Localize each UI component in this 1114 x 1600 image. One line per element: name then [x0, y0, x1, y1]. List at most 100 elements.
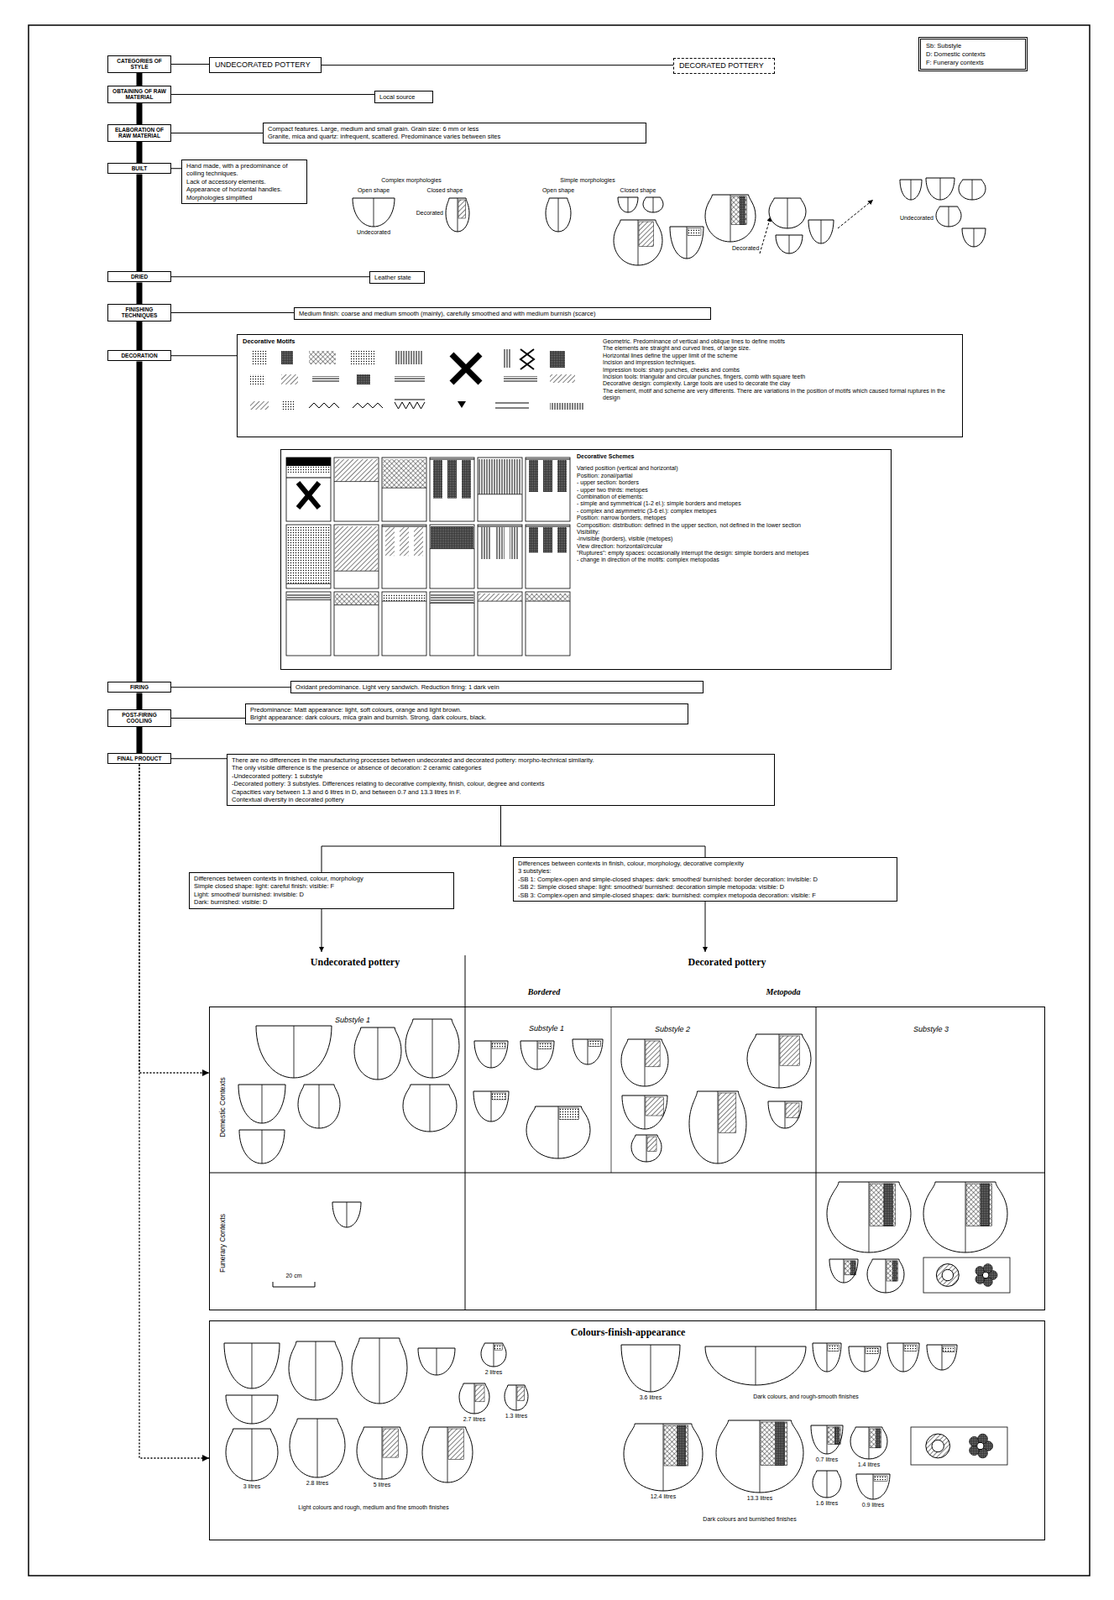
category-box: UNDECORATED POTTERY: [209, 57, 322, 74]
table-heading: Domestic Contexts: [219, 1077, 228, 1137]
vessel-decoration: [382, 1428, 398, 1458]
connector-line: [171, 717, 246, 719]
vessel-profile: [623, 1423, 703, 1491]
vessel-axis: [516, 1385, 518, 1411]
context-text: Simple closed shape: light: careful fini…: [193, 882, 450, 890]
vessel-axis: [663, 1423, 665, 1491]
category-note: Decorated: [732, 245, 759, 252]
vessel-decoration: [559, 1108, 579, 1120]
panel-text: "Ruptures": empty spaces: occasionally i…: [576, 549, 886, 557]
description-text: Local source: [379, 93, 429, 101]
decorative-motif: [312, 376, 340, 383]
shape-label: Open shape: [357, 187, 390, 194]
vessel-outline: [623, 1423, 703, 1491]
connector-line: [501, 805, 707, 858]
scheme-cell: [477, 591, 523, 656]
process-bar: [136, 321, 143, 351]
vessel-axis: [317, 1418, 319, 1478]
panel-text: Decorative Motifs: [242, 338, 296, 346]
vessel-outline: [812, 1470, 842, 1498]
scheme-cell: [429, 591, 475, 656]
vessel-decoration: [647, 1136, 657, 1152]
vessel-axis: [972, 179, 973, 200]
vessel-axis: [429, 1084, 431, 1132]
decorative-motif: [308, 350, 336, 365]
group-caption: Dark colours and burnished finishes: [702, 1516, 796, 1523]
group-caption: Dark colours, and rough-smooth finishes: [753, 1393, 859, 1401]
vessel-profile: [545, 198, 571, 232]
capacity-label: 5 litres: [373, 1481, 392, 1489]
vessel-axis: [491, 1040, 492, 1068]
scheme-metope: [461, 460, 471, 499]
decorative-motif: [394, 376, 425, 383]
capacity-label: 13.3 litres: [747, 1495, 773, 1502]
process-bar: [136, 282, 143, 304]
vessel-outline: [621, 1344, 680, 1392]
vessel-profile: [402, 1084, 457, 1132]
stage-box: CATEGORIES OF STYLE: [107, 55, 172, 74]
scheme-metope: [495, 527, 505, 560]
vessel-profile: [716, 1420, 804, 1493]
vessel-decoration: [827, 1344, 840, 1351]
decorative-motif: [308, 402, 340, 408]
description-box: Medium finish: coarse and medium smooth …: [293, 307, 712, 320]
scheme-metope: [557, 460, 567, 492]
vessel-axis: [730, 194, 732, 242]
category-box: DECORATED POTTERY: [673, 57, 775, 74]
vessel-decoration: [875, 1428, 880, 1449]
vessel-profile: [923, 1181, 1008, 1253]
vessel-profile: [405, 1019, 460, 1078]
vessel-outline: [572, 1039, 603, 1065]
vessel-decoration: [966, 1183, 993, 1226]
description-text: Granite, mica and quartz: infrequent, sc…: [267, 132, 642, 141]
vessel-profile: [224, 1343, 280, 1389]
stage-label: ELABORATION OF RAW MATERIAL: [109, 126, 169, 140]
vessel-decoration: [844, 1260, 857, 1276]
down-arrow: [321, 909, 323, 953]
scheme-cell: [429, 524, 475, 589]
panel-text: - upper section: borders: [576, 479, 886, 487]
vessel-axis: [686, 226, 688, 259]
vessel-profile: [225, 1428, 278, 1481]
category-label: DECORATED POTTERY: [679, 61, 769, 71]
top-view-petal: [983, 1264, 993, 1274]
top-view-figure: [910, 1427, 1008, 1465]
decorative-motif: [251, 350, 267, 365]
vessel-axis: [779, 1034, 780, 1088]
vessel-decoration: [664, 1425, 689, 1466]
description-box: Hand made, with a predominance of coilin…: [181, 159, 308, 204]
summary-text: -Undecorated pottery: 1 substyle: [231, 772, 770, 780]
vessel-profile: [572, 1039, 603, 1065]
scheme-frame: [429, 591, 475, 656]
vessel-decoration: [834, 1427, 839, 1444]
scheme-band: [430, 593, 474, 603]
vessel-profile: [705, 194, 756, 242]
vessel-outline: [405, 1019, 460, 1078]
panel-text: Combination of elements:: [576, 493, 886, 501]
scheme-frame: [286, 457, 331, 522]
scheme-metope: [557, 527, 567, 553]
capacity-label: 1.4 litres: [857, 1461, 880, 1469]
vessel-outline: [669, 226, 704, 259]
scheme-metope: [528, 460, 539, 492]
vessel-decoration: [775, 1422, 785, 1466]
description-text: Medium finish: coarse and medium smooth …: [298, 309, 707, 318]
vessel-axis: [789, 235, 790, 254]
vessel-axis: [493, 1343, 495, 1367]
connector-line: [171, 167, 182, 169]
vessel-profile: [848, 1346, 881, 1372]
process-bar: [136, 73, 143, 86]
panel-text: Composition: distribution: defined in th…: [576, 522, 886, 529]
scheme-cell: [477, 457, 523, 522]
vessel-decoration: [873, 1475, 888, 1482]
table-heading: Substyle 1: [334, 1015, 371, 1025]
vessel-outline: [643, 197, 664, 213]
vessel-outline: [613, 219, 663, 266]
decorative-motif: [503, 349, 511, 368]
vessel-axis: [973, 228, 975, 247]
decorative-motif: [394, 399, 425, 409]
process-bar: [136, 103, 143, 125]
vessel-axis: [627, 197, 629, 213]
vessel-decoration: [827, 1427, 841, 1444]
